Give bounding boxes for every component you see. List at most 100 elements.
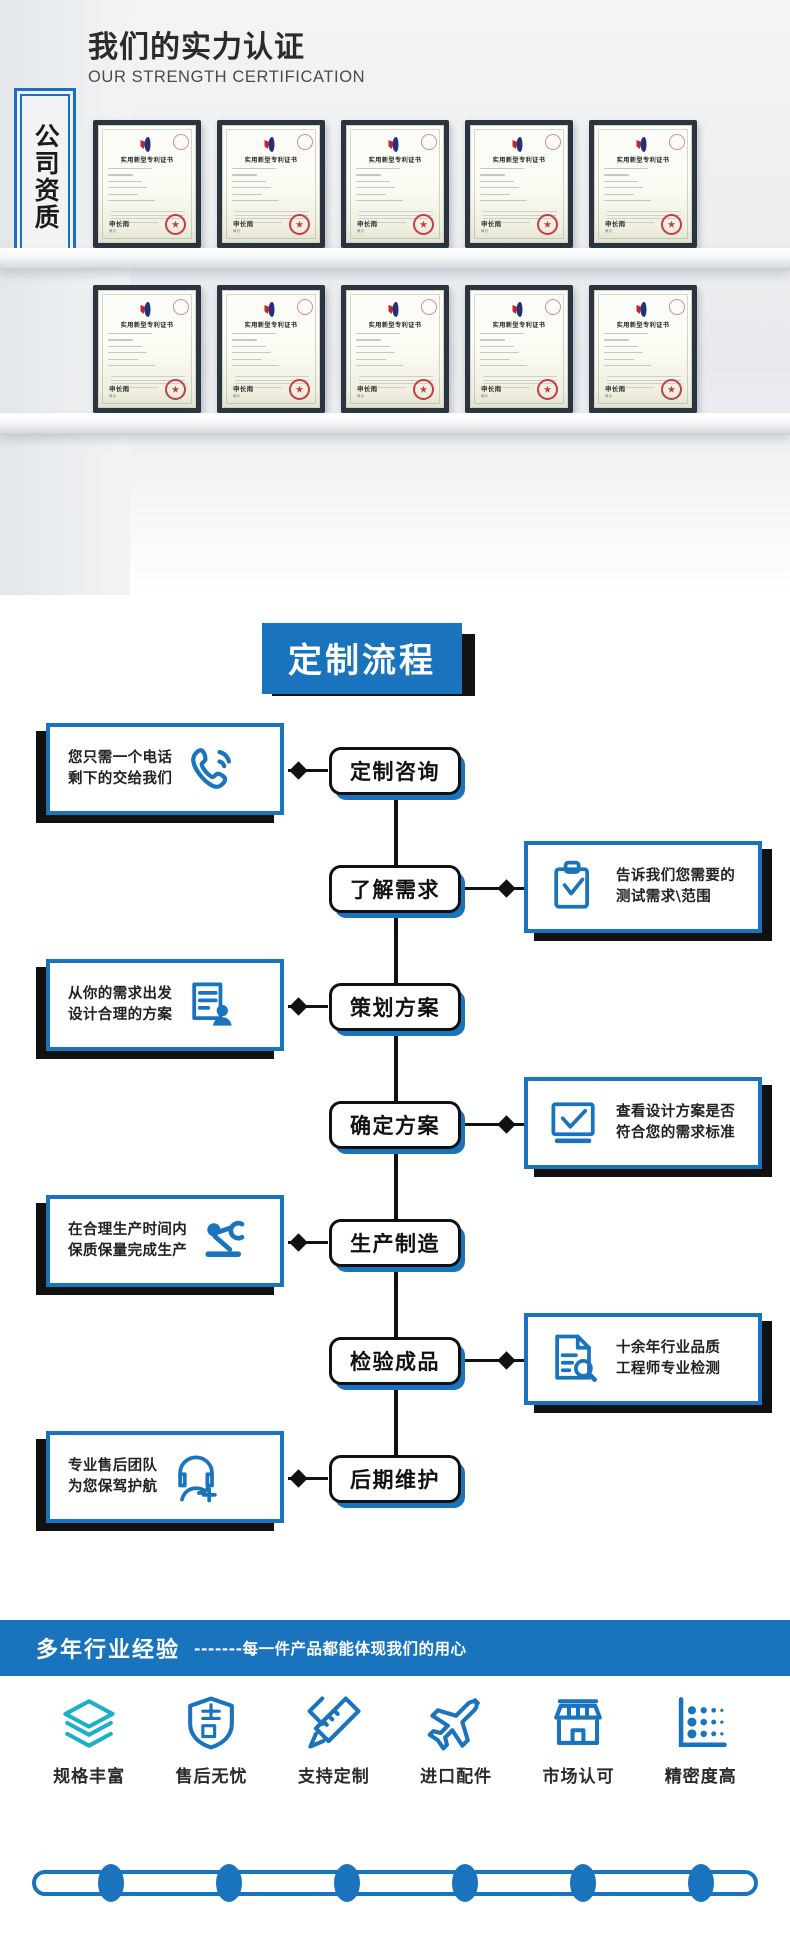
certificate-fields (356, 333, 434, 371)
flow-connector-diamond (289, 997, 308, 1016)
certificate-paper: 实用新型专利证书申长雨局长 (98, 125, 196, 243)
flow-callout-text: 在合理生产时间内 保质保量完成生产 (68, 1221, 188, 1259)
certificate-fields (356, 168, 434, 206)
certificate-paper: 实用新型专利证书申长雨局长 (98, 290, 196, 408)
flow-connector-diamond (289, 1469, 308, 1488)
patent-logo-icon (636, 137, 651, 152)
certification-heading: 我们的实力认证 OUR STRENGTH CERTIFICATION (88, 30, 365, 87)
certificate-seal-small (545, 134, 561, 150)
flow-step-node[interactable]: 生产制造 (329, 1219, 461, 1267)
progress-track (32, 1864, 758, 1902)
patent-logo-icon (512, 137, 527, 152)
certificate-seal-small (545, 299, 561, 315)
flow-step-node[interactable]: 确定方案 (329, 1101, 461, 1149)
certificate-seal-small (297, 299, 313, 315)
certificate-row-top: 实用新型专利证书申长雨局长实用新型专利证书申长雨局长实用新型专利证书申长雨局长实… (0, 120, 790, 250)
page-title: 我们的实力认证 (88, 30, 305, 65)
flow-callout-text: 您只需一个电话 剩下的交给我们 (68, 749, 173, 787)
clipboard-check-icon (544, 857, 604, 917)
certificate-seal-small (669, 134, 685, 150)
certificate-red-stamp (537, 214, 558, 235)
certificate-signature: 申长雨局长 (357, 220, 378, 233)
flow-connector-diamond (289, 761, 308, 780)
flow-callout: 告诉我们您需要的 测试需求\范围 (524, 841, 762, 933)
experience-footer-section: 多年行业经验 -------每一件产品都能体现我们的用心 规格丰富售后无忧支持定… (0, 1620, 790, 1943)
patent-logo-icon (264, 302, 279, 317)
certificate-title: 实用新型专利证书 (244, 157, 298, 164)
certificate-title: 实用新型专利证书 (368, 322, 422, 329)
shelf-board-bottom (0, 413, 790, 435)
document-person-icon (182, 975, 242, 1035)
flow-connector-diamond (497, 879, 516, 898)
certificate-seal-small (173, 299, 189, 315)
flow-step-node[interactable]: 了解需求 (329, 865, 461, 913)
certificate-frame: 实用新型专利证书申长雨局长 (589, 120, 697, 248)
patent-logo-icon (636, 302, 651, 317)
certificate-title: 实用新型专利证书 (492, 322, 546, 329)
experience-banner-subtitle: -------每一件产品都能体现我们的用心 (194, 1640, 467, 1658)
flow-step-node[interactable]: 后期维护 (329, 1455, 461, 1503)
certificate-signature: 申长雨局长 (357, 385, 378, 398)
track-dot (334, 1864, 360, 1902)
feature-item: 规格丰富 (35, 1690, 143, 1787)
certificate-paragraph (483, 376, 557, 391)
flow-connector-line (462, 1359, 524, 1362)
feature-label: 售后无忧 (175, 1767, 248, 1787)
certificate-red-stamp (413, 214, 434, 235)
flow-connector-line (288, 1477, 328, 1480)
certificate-signature: 申长雨局长 (481, 220, 502, 233)
track-dot (98, 1864, 124, 1902)
certificate-frame: 实用新型专利证书申长雨局长 (465, 285, 573, 413)
shelf-board-top (0, 248, 790, 270)
feature-label: 进口配件 (420, 1767, 493, 1787)
track-dot (688, 1864, 714, 1902)
certificate-paper: 实用新型专利证书申长雨局长 (222, 125, 320, 243)
certificate-frame: 实用新型专利证书申长雨局长 (589, 285, 697, 413)
custom-flow-section: 定制流程 您只需一个电话 剩下的交给我们 定制咨询告诉我们您需要的 测试需求\范围… (0, 595, 790, 1620)
flow-connector-line (462, 887, 524, 890)
certificate-title: 实用新型专利证书 (120, 157, 174, 164)
certificate-paragraph (607, 211, 681, 226)
flow-step-node[interactable]: 策划方案 (329, 983, 461, 1031)
certificate-paper: 实用新型专利证书申长雨局长 (346, 290, 444, 408)
certificate-row-bottom: 实用新型专利证书申长雨局长实用新型专利证书申长雨局长实用新型专利证书申长雨局长实… (0, 285, 790, 415)
flow-callout-text: 从你的需求出发 设计合理的方案 (68, 985, 173, 1023)
feature-label: 规格丰富 (53, 1767, 126, 1787)
flow-callout-text: 告诉我们您需要的 测试需求\范围 (616, 867, 736, 905)
page-subtitle: OUR STRENGTH CERTIFICATION (88, 68, 366, 87)
flow-step-node[interactable]: 定制咨询 (329, 747, 461, 795)
certificate-title: 实用新型专利证书 (244, 322, 298, 329)
certificate-frame: 实用新型专利证书申长雨局长 (341, 120, 449, 248)
monitor-check-icon (544, 1093, 604, 1153)
certificate-signature: 申长雨局长 (605, 385, 626, 398)
certificate-title: 实用新型专利证书 (616, 322, 670, 329)
certificate-frame: 实用新型专利证书申长雨局长 (465, 120, 573, 248)
track-dot (570, 1864, 596, 1902)
certificate-fields (604, 168, 682, 206)
certificate-signature: 申长雨局长 (109, 385, 130, 398)
certificate-paper: 实用新型专利证书申长雨局长 (594, 290, 692, 408)
headset-support-icon (167, 1447, 227, 1507)
certificate-fields (232, 333, 310, 371)
flow-banner-title: 定制流程 (262, 623, 462, 694)
patent-logo-icon (388, 137, 403, 152)
flow-diagram: 您只需一个电话 剩下的交给我们 定制咨询告诉我们您需要的 测试需求\范围 了解需求从… (0, 707, 790, 1597)
patent-logo-icon (264, 137, 279, 152)
flow-callout-text: 查看设计方案是否 符合您的需求标准 (616, 1103, 736, 1141)
patent-logo-icon (140, 302, 155, 317)
certificate-paragraph (111, 211, 185, 226)
feature-list: 规格丰富售后无忧支持定制进口配件市场认可精密度高 (0, 1690, 790, 1787)
company-qualification-tag: 公司资质 (14, 88, 76, 266)
patent-logo-icon (512, 302, 527, 317)
certificate-signature: 申长雨局长 (481, 385, 502, 398)
certificate-frame: 实用新型专利证书申长雨局长 (341, 285, 449, 413)
flow-step-node[interactable]: 检验成品 (329, 1337, 461, 1385)
flow-connector-diamond (289, 1233, 308, 1252)
flow-callout: 在合理生产时间内 保质保量完成生产 (46, 1195, 284, 1287)
flow-connector-line (288, 769, 328, 772)
feature-label: 精密度高 (664, 1767, 737, 1787)
storefront-icon (549, 1690, 607, 1752)
certificate-paper: 实用新型专利证书申长雨局长 (594, 125, 692, 243)
flow-callout: 从你的需求出发 设计合理的方案 (46, 959, 284, 1051)
